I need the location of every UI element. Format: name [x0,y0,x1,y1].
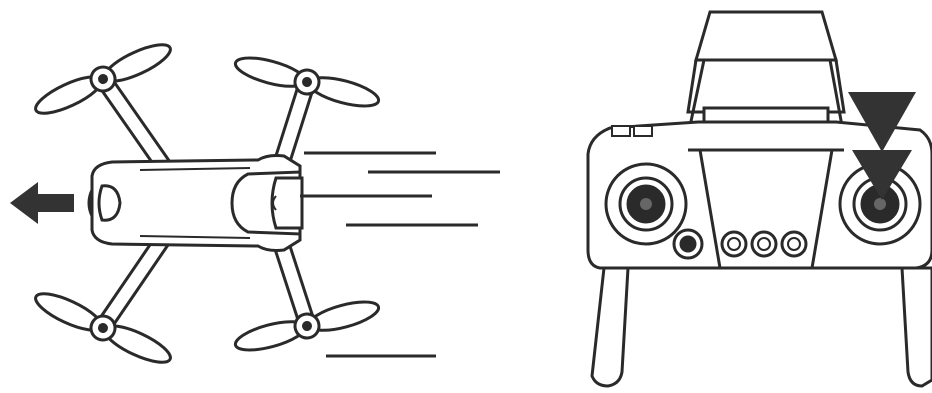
function-buttons [720,230,808,258]
left-arrow-icon [10,182,74,224]
phone-holder [686,10,846,128]
down-arrow-icon [848,92,916,200]
joystick-icon [838,162,922,246]
left-joystick-icon [604,162,688,246]
speed-lines [300,151,500,358]
propeller-icon [29,284,177,372]
drone-body [87,154,304,252]
power-knob [672,228,704,260]
controller-legs [590,266,932,388]
drone-panel [10,35,500,372]
remote-panel [586,10,932,388]
propeller-icon [29,35,177,123]
